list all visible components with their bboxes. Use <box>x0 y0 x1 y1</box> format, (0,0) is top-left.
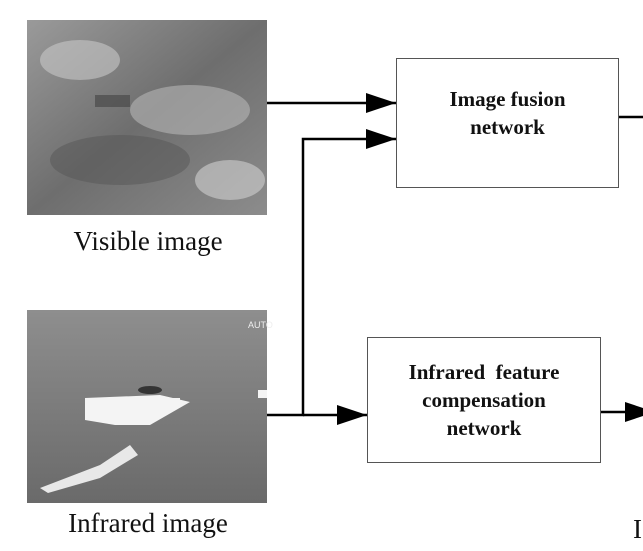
arrow-infrared-to-fusion <box>267 129 396 417</box>
infrared-image <box>27 310 267 503</box>
infrared-overlay-text: AUTO <box>248 320 273 330</box>
visible-image-caption: Visible image <box>73 226 223 256</box>
cut-off-label: I <box>633 514 642 544</box>
compensation-label-line1: Infrared feature <box>408 360 560 384</box>
fusion-label-line1: Image fusion <box>449 87 566 111</box>
compensation-label-line2: compensation <box>422 388 546 412</box>
infrared-image-caption: Infrared image <box>68 508 228 538</box>
image-fusion-network-block: Image fusion network <box>396 58 619 188</box>
fusion-label-line2: network <box>470 115 545 139</box>
visible-image <box>27 20 267 215</box>
compensation-label-line3: network <box>446 416 522 440</box>
infrared-feature-compensation-network-block: Infrared feature compensation network <box>367 337 601 463</box>
